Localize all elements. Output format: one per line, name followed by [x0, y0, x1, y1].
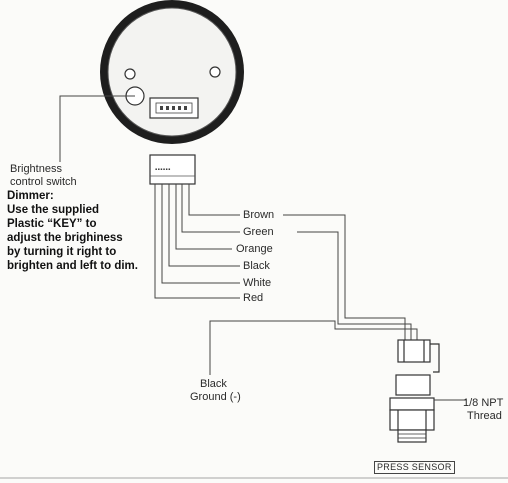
- ground-label-2: Ground (-): [190, 391, 241, 403]
- dimmer-line-3: adjust the brighiness: [7, 232, 123, 244]
- thread-label-1: 1/8 NPT: [463, 397, 504, 409]
- dimmer-line-1: Use the supplied: [7, 204, 100, 216]
- wire-black: [168, 184, 240, 267]
- gauge: [100, 0, 244, 144]
- dimmer-line-4: by turning it right to: [7, 246, 117, 258]
- dimmer-line-2: Plastic “KEY” to: [7, 218, 97, 230]
- mount-hole-right: [209, 66, 221, 78]
- wire-label-red: Red: [243, 292, 264, 304]
- wire-green-sensor: [297, 231, 412, 342]
- harness-connector: [149, 154, 196, 185]
- wire-label-white: White: [243, 277, 272, 289]
- pressure-sensor: [389, 339, 440, 443]
- wire-ground: [209, 320, 418, 375]
- ground-label-1: Black: [200, 378, 227, 390]
- thread-label-2: Thread: [467, 410, 502, 422]
- brightness-label-1: Brightness: [10, 163, 62, 175]
- wire-label-black: Black: [243, 260, 270, 272]
- wire-orange: [175, 184, 232, 250]
- dimmer-heading: Dimmer:: [7, 190, 54, 202]
- wire-brown: [188, 184, 240, 216]
- connector-pins: ▪▪▪▪▪▪: [155, 167, 171, 173]
- wire-label-brown: Brown: [243, 209, 275, 221]
- wire-label-green: Green: [243, 226, 274, 238]
- wire-green: [181, 184, 240, 233]
- wire-label-orange: Orange: [236, 243, 273, 255]
- dimmer-line-5: brighten and left to dim.: [7, 260, 138, 272]
- wires: [154, 184, 418, 375]
- wire-brown-sensor: [283, 214, 406, 342]
- brightness-label-2: control switch: [10, 176, 77, 188]
- wire-white: [161, 184, 240, 284]
- wire-red: [154, 184, 240, 299]
- mount-hole-left: [124, 68, 136, 80]
- sensor-label: PRESS SENSOR: [374, 461, 455, 474]
- brightness-leader: [59, 95, 135, 162]
